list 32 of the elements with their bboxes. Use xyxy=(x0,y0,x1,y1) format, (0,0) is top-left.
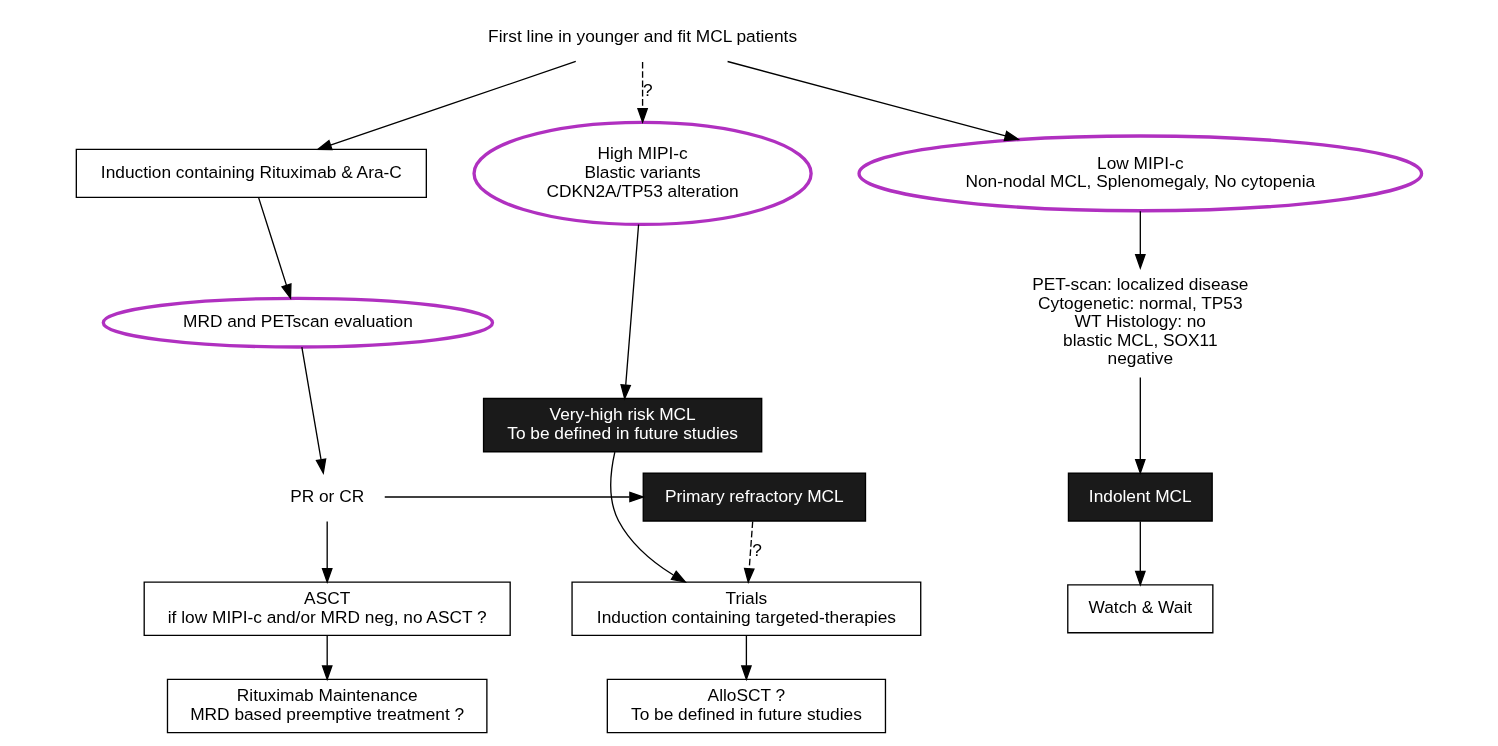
edge-label: ? xyxy=(752,540,762,561)
arrow xyxy=(637,61,649,125)
node-box: Indolent MCL xyxy=(1067,472,1213,522)
arrow xyxy=(1134,210,1146,271)
arrow xyxy=(620,223,640,401)
node-ellipse: Low MIPI-c Non-nodal MCL, Splenomegaly, No cytopenia xyxy=(857,134,1424,213)
arrow xyxy=(315,60,577,151)
node-text: First line in younger and fit MCL patients xyxy=(488,25,798,46)
arrow xyxy=(321,520,333,585)
node-box: Trials Induction containing targeted-therapies xyxy=(571,581,922,637)
arrow xyxy=(740,634,752,682)
node-ellipse: MRD and PETscan evaluation xyxy=(101,296,495,349)
node-text: PR or CR xyxy=(290,485,365,506)
node-ellipse: High MIPI-c Blastic variants CDKN2A/TP53 alteration xyxy=(472,120,813,227)
arrow xyxy=(743,520,755,585)
arrow xyxy=(1134,376,1146,475)
edge-label: ? xyxy=(643,80,653,101)
arrow xyxy=(321,634,333,682)
arrow xyxy=(726,60,1021,142)
node-box: Watch & Wait xyxy=(1067,584,1214,634)
node-box: Very-high risk MCL To be defined in future studies xyxy=(482,397,763,453)
arrow xyxy=(257,196,292,301)
node-box: Induction containing Rituximab & Ara-C xyxy=(75,148,427,198)
node-box: Rituximab Maintenance MRD based preemptive treatment ? xyxy=(166,678,488,734)
arrow xyxy=(1134,520,1146,587)
arrow xyxy=(610,451,687,584)
node-text: PET-scan: localized disease Cytogenetic: normal, TP53 WT Histology: no blastic MCL, SOX11 negative xyxy=(1032,273,1249,369)
node-box: AlloSCT ? To be defined in future studies xyxy=(606,678,887,734)
node-box: Primary refractory MCL xyxy=(642,472,867,522)
arrow xyxy=(301,346,327,475)
node-box: ASCT if low MIPI-c and/or MRD neg, no ASCT ? xyxy=(143,581,511,637)
arrow xyxy=(384,491,646,503)
